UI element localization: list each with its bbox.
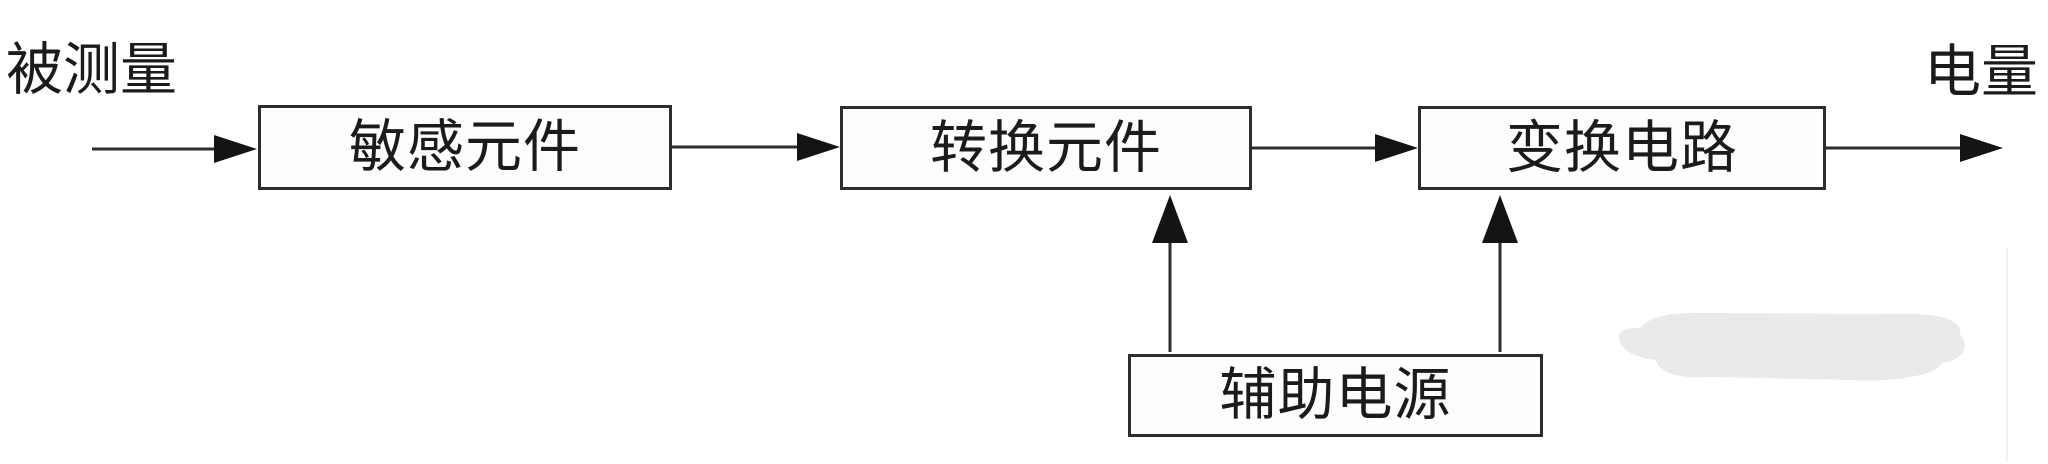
box-conversion-circuit-label: 变换电路	[1506, 116, 1738, 180]
input-label: 被测量	[6, 39, 177, 102]
arrow-aux-to-transduce-head-icon	[1152, 195, 1188, 243]
box-transducing-element-label: 转换元件	[930, 116, 1162, 180]
box-auxiliary-power: 辅助电源	[1128, 354, 1543, 437]
output-label: 电量	[1924, 41, 2038, 104]
box-conversion-circuit: 变换电路	[1418, 106, 1826, 190]
arrow-transduce-to-convert-head-icon	[1375, 134, 1418, 162]
arrow-aux-to-convert-head-icon	[1482, 195, 1518, 243]
box-transducing-element: 转换元件	[840, 106, 1252, 190]
box-sensitive-element-label: 敏感元件	[349, 116, 581, 179]
eraser-smudge	[1618, 312, 1965, 381]
output-arrowhead-icon	[1960, 134, 2003, 162]
arrow-sensitive-to-transduce-head-icon	[797, 133, 840, 161]
box-sensitive-element: 敏感元件	[258, 105, 672, 190]
faint-edge-line	[2006, 248, 2008, 462]
box-auxiliary-power-label: 辅助电源	[1219, 364, 1452, 427]
input-arrowhead-icon	[214, 135, 257, 163]
